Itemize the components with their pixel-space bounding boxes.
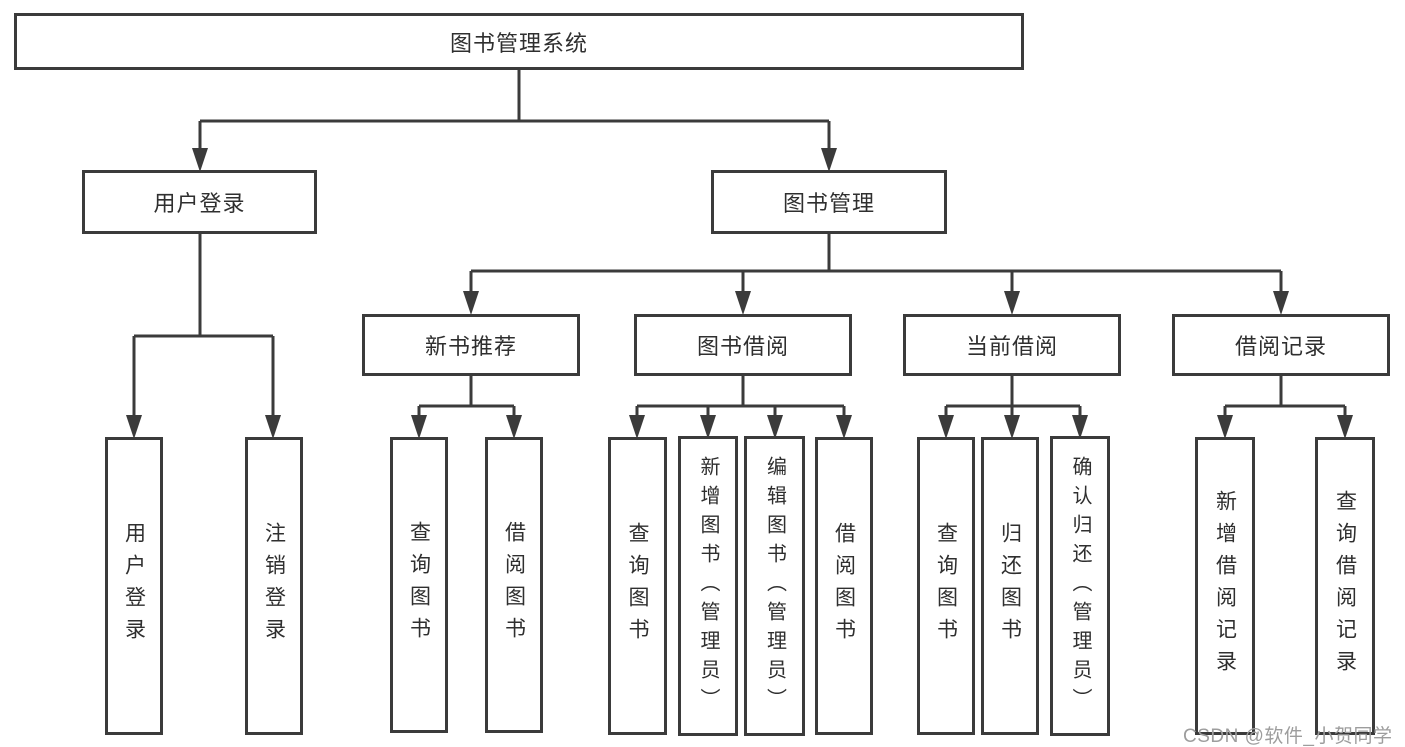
leaf-borrow-edit: 编辑图书（管理员）: [744, 436, 805, 736]
leaf-records-query: 查询借阅记录: [1315, 437, 1375, 735]
leaf-borrow-add: 新增图书（管理员）: [678, 436, 738, 736]
leaf-newbook-query: 查询图书: [390, 437, 448, 733]
leaf-current-query: 查询图书: [917, 437, 975, 735]
node-book-borrow-label: 图书借阅: [696, 334, 789, 359]
leaf-borrow-borrow: 借阅图书: [815, 437, 873, 735]
leaf-current-return-label: 归还图书: [998, 522, 1022, 650]
leaf-borrow-query: 查询图书: [608, 437, 667, 735]
leaf-current-confirm-return: 确认归还（管理员）: [1050, 436, 1110, 736]
node-root: 图书管理系统: [14, 13, 1024, 70]
csdn-watermark: CSDN @软件_小贺同学: [1183, 726, 1393, 747]
leaf-user-login-label: 用户登录: [122, 522, 146, 650]
leaf-newbook-borrow: 借阅图书: [485, 437, 543, 733]
node-book-borrow: 图书借阅: [634, 314, 852, 376]
arrowheads: [126, 148, 1353, 439]
leaf-newbook-borrow-label: 借阅图书: [502, 521, 526, 649]
edges-current: [944, 376, 1082, 419]
node-current-borrow: 当前借阅: [903, 314, 1121, 376]
leaf-newbook-query-label: 查询图书: [407, 521, 431, 649]
leaf-borrow-edit-label: 编辑图书（管理员）: [763, 455, 786, 717]
edges-book-management: [469, 234, 1283, 295]
node-current-borrow-label: 当前借阅: [965, 334, 1058, 359]
leaf-records-query-label: 查询借阅记录: [1333, 490, 1357, 682]
edges-user-login: [132, 234, 275, 419]
node-new-book-recommend-label: 新书推荐: [424, 334, 517, 359]
leaf-borrow-borrow-label: 借阅图书: [832, 522, 856, 650]
node-new-book-recommend: 新书推荐: [362, 314, 580, 376]
edges-root: [198, 70, 831, 152]
leaf-borrow-add-label: 新增图书（管理员）: [697, 455, 719, 717]
node-user-login: 用户登录: [82, 170, 317, 234]
leaf-borrow-query-label: 查询图书: [626, 522, 649, 650]
leaf-user-login: 用户登录: [105, 437, 163, 735]
leaf-logout-label: 注销登录: [262, 522, 286, 650]
node-borrow-records-label: 借阅记录: [1234, 334, 1327, 359]
leaf-records-add-label: 新增借阅记录: [1213, 490, 1237, 682]
node-book-management-label: 图书管理: [782, 191, 875, 216]
edges-new-book: [417, 376, 516, 419]
leaf-current-return: 归还图书: [981, 437, 1039, 735]
edges-borrow: [635, 376, 846, 419]
node-borrow-records: 借阅记录: [1172, 314, 1390, 376]
node-user-login-label: 用户登录: [153, 191, 246, 216]
node-book-management: 图书管理: [711, 170, 947, 234]
leaf-current-query-label: 查询图书: [934, 522, 958, 650]
leaf-current-confirm-return-label: 确认归还（管理员）: [1069, 455, 1091, 717]
edges-records: [1223, 376, 1347, 419]
node-root-label: 图书管理系统: [449, 30, 588, 56]
leaf-logout: 注销登录: [245, 437, 303, 735]
leaf-records-add: 新增借阅记录: [1195, 437, 1255, 735]
